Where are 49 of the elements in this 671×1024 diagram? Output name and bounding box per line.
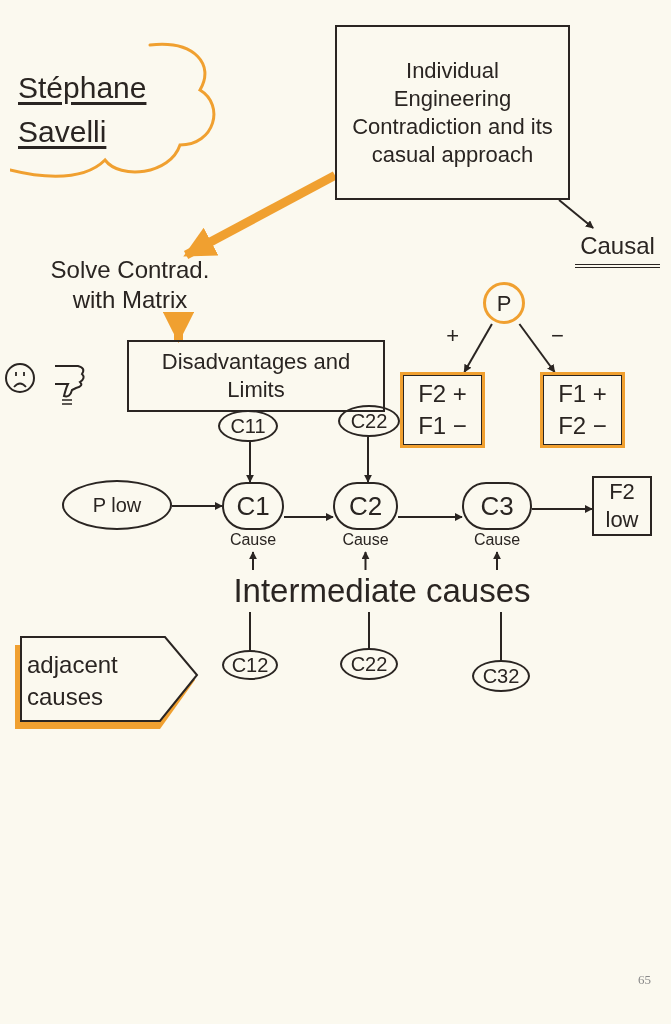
arrow xyxy=(361,551,370,571)
cause-ellipse xyxy=(62,480,172,530)
node-text: F2 low xyxy=(605,478,639,534)
arrow xyxy=(518,323,556,373)
page-number: 65 xyxy=(638,971,651,989)
result-box xyxy=(540,372,625,448)
node-text: C22 xyxy=(350,409,388,434)
cause-caption: Cause xyxy=(229,530,277,550)
node-text: C12 xyxy=(231,653,269,678)
cause-caption: Cause xyxy=(473,530,521,550)
node-text: Causal xyxy=(580,231,655,261)
node-text: C32 xyxy=(482,664,520,689)
cause-ellipse xyxy=(222,650,278,680)
arrow xyxy=(171,502,223,510)
node-text: Disadvantages and Limits xyxy=(160,348,352,404)
node-text: Individual Engineering Contradiction and its casual approach xyxy=(351,56,554,169)
cause-caption: Cause xyxy=(342,530,389,550)
process-box xyxy=(592,476,652,536)
tag-text: adjacent causes xyxy=(27,650,119,712)
arrow xyxy=(493,551,501,571)
connector-line xyxy=(500,611,502,661)
block-arrow xyxy=(183,171,338,259)
cause-ellipse xyxy=(340,648,398,680)
node-text: P xyxy=(496,289,512,318)
name-text: Stéphane Savelli xyxy=(18,70,148,150)
connector-line xyxy=(249,611,251,651)
arrow xyxy=(463,323,493,373)
node-text: F2 + F1 − xyxy=(417,379,468,441)
cause-ellipse xyxy=(338,405,400,437)
result-box xyxy=(400,372,485,448)
arrow xyxy=(397,513,463,521)
cause-ellipse xyxy=(472,660,530,692)
process-box xyxy=(127,340,385,412)
connector-line xyxy=(368,611,370,649)
arrow xyxy=(531,505,593,513)
node-text: F1 + F2 − xyxy=(557,379,608,441)
note-text: Solve Contrad. with Matrix xyxy=(49,255,211,315)
arrow xyxy=(246,441,254,483)
node-text: C22 xyxy=(350,652,388,677)
block-arrow xyxy=(162,311,195,344)
process-box xyxy=(335,25,570,200)
node-text: P low xyxy=(92,493,142,518)
arrow xyxy=(283,513,334,521)
node-text: C11 xyxy=(230,414,266,439)
arrow xyxy=(558,199,595,229)
arrow xyxy=(249,551,257,571)
note-text: Intermediate causes xyxy=(232,571,532,611)
arrow xyxy=(364,436,372,483)
cause-ellipse xyxy=(218,410,278,442)
